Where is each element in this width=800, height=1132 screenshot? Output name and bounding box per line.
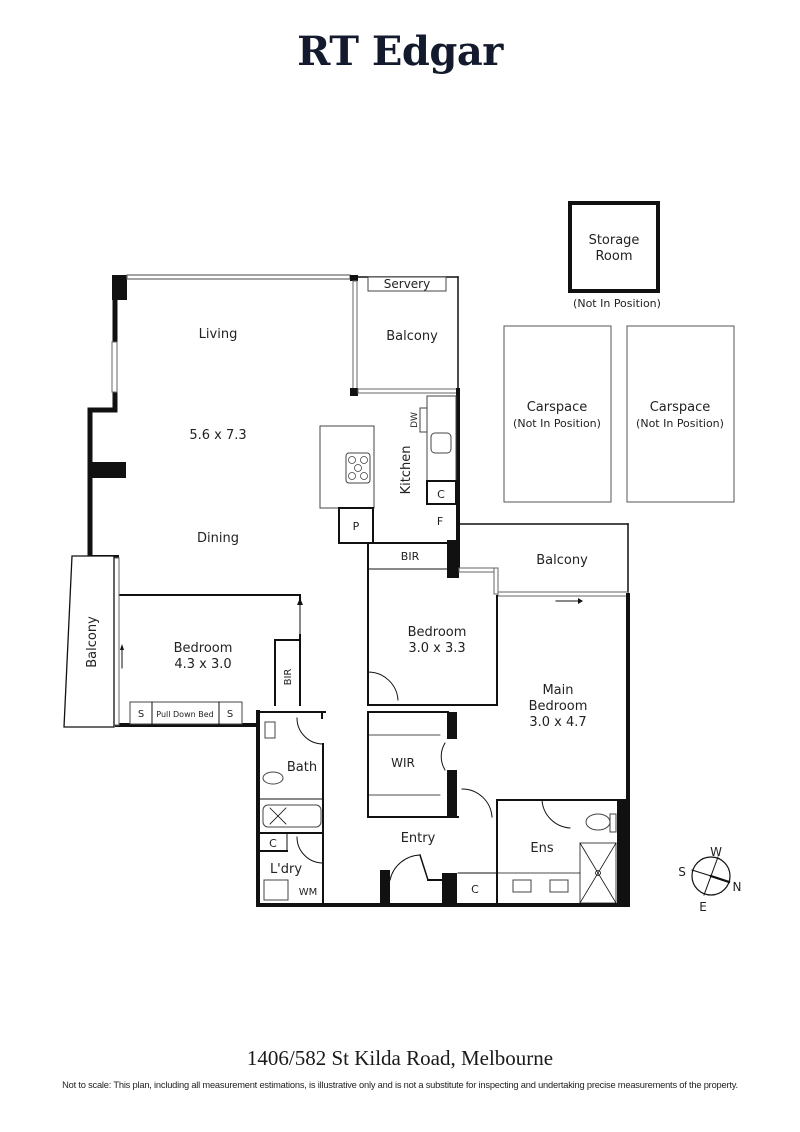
property-address: 1406/582 St Kilda Road, Melbourne — [246, 1046, 554, 1070]
compass-e: E — [699, 900, 707, 914]
label-carspace-1-note: (Not In Position) — [513, 417, 601, 430]
label-living-dims: 5.6 x 7.3 — [189, 428, 246, 443]
label-kitchen-c: C — [437, 488, 445, 501]
label-main-bedroom-dims: 3.0 x 4.7 — [529, 715, 586, 730]
compass-s: S — [678, 865, 686, 879]
label-main-bedroom-1: Main — [542, 683, 573, 698]
label-storage-note: (Not In Position) — [573, 297, 661, 310]
label-bath: Bath — [287, 760, 317, 775]
label-living: Living — [199, 327, 238, 342]
label-dw: DW — [410, 412, 420, 428]
label-main-bedroom-2: Bedroom — [529, 699, 588, 714]
label-dining: Dining — [197, 531, 239, 546]
label-pull-down-bed: Pull Down Bed — [156, 710, 213, 719]
label-storage-2: Room — [595, 249, 632, 264]
label-balcony-left: Balcony — [85, 616, 100, 668]
compass-w: W — [710, 845, 722, 859]
label-bir-left: BIR — [283, 669, 294, 686]
label-ldry-c: C — [269, 837, 277, 850]
disclaimer: Not to scale: This plan, including all m… — [62, 1080, 738, 1090]
label-carspace-1: Carspace — [527, 400, 588, 415]
label-bedroom3: Bedroom — [408, 625, 467, 640]
label-wm: WM — [299, 887, 318, 898]
column — [112, 275, 127, 300]
label-servery: Servery — [384, 277, 430, 291]
label-bedroom3-dims: 3.0 x 3.3 — [408, 641, 465, 656]
label-bir-top: BIR — [401, 550, 420, 563]
label-s-right: S — [227, 709, 233, 720]
label-balcony-top: Balcony — [386, 329, 438, 344]
label-ens: Ens — [530, 841, 553, 856]
label-pantry: P — [353, 520, 360, 533]
label-bedroom2: Bedroom — [174, 641, 233, 656]
label-ldry: L'dry — [270, 862, 302, 877]
label-bedroom2-dims: 4.3 x 3.0 — [174, 657, 231, 672]
label-kitchen-f: F — [437, 515, 443, 528]
compass-icon: W S N E — [678, 845, 741, 914]
label-entry-c: C — [471, 883, 479, 896]
label-balcony-right: Balcony — [536, 553, 588, 568]
label-carspace-2-note: (Not In Position) — [636, 417, 724, 430]
label-kitchen: Kitchen — [399, 446, 414, 495]
label-s-left: S — [138, 709, 144, 720]
label-entry: Entry — [401, 831, 436, 846]
label-storage-1: Storage — [589, 233, 640, 248]
compass-n: N — [733, 880, 742, 894]
label-wir: WIR — [391, 756, 415, 770]
brand-logo: RT Edgar — [297, 28, 503, 75]
label-carspace-2: Carspace — [650, 400, 711, 415]
